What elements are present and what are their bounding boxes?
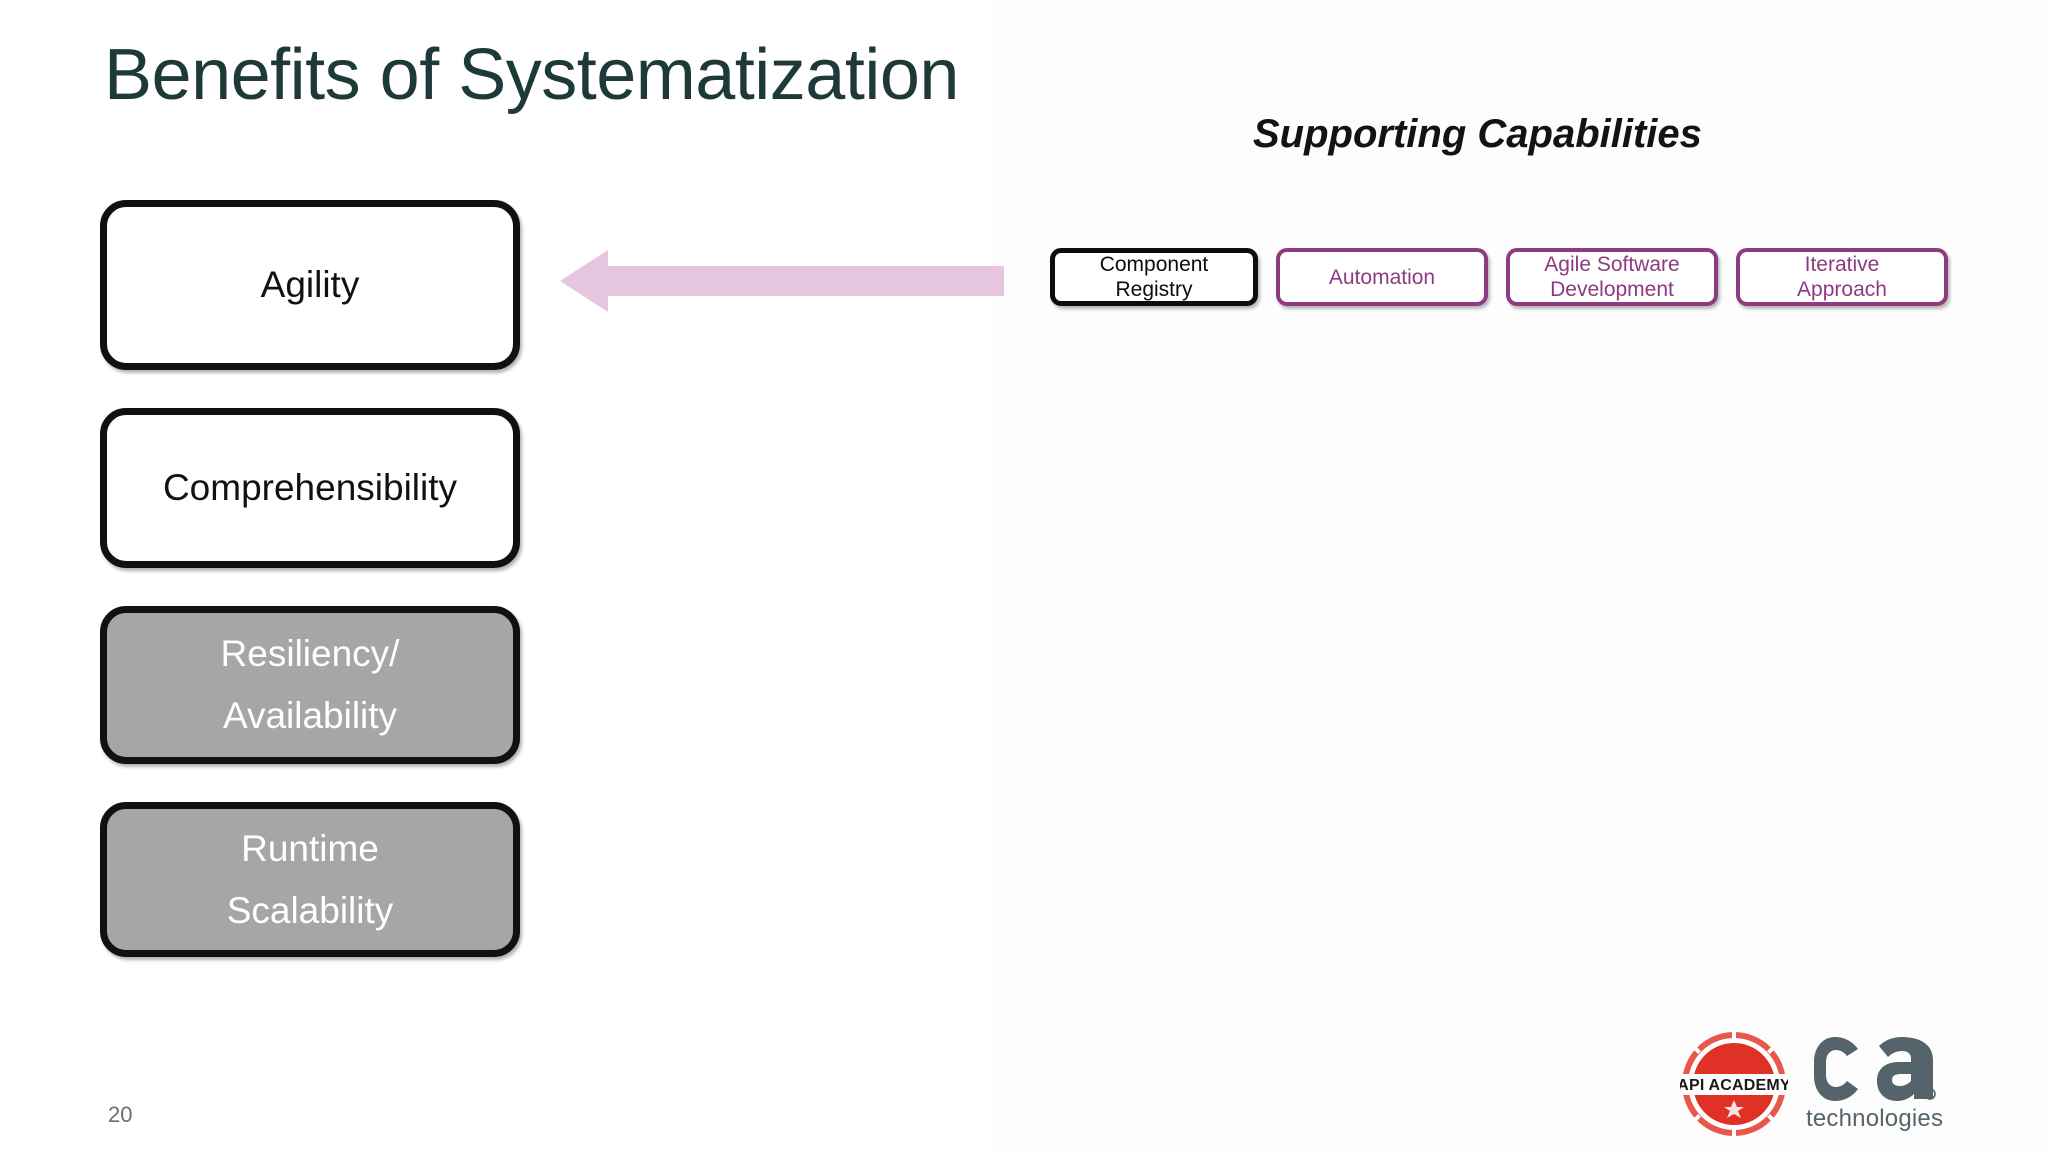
benefit-box-resiliency-availability[interactable]: Resiliency/ Availability [100,606,520,764]
benefit-label: Comprehensibility [162,467,458,508]
capability-chip-line2: Development [1550,278,1674,301]
ca-technologies-logo: R technologies [1806,1035,1943,1133]
ca-technologies-label: technologies [1806,1105,1944,1132]
supporting-capabilities-heading: Supporting Capabilities [1253,112,1702,156]
capability-chip-line1: Agile Software [1544,253,1680,276]
capabilities-chip-row: Component Registry Automation Agile Soft… [1050,248,1948,306]
page-number: 20 [108,1102,133,1127]
benefit-label: Agility [260,264,360,305]
benefit-box-comprehensibility[interactable]: Comprehensibility [100,408,520,568]
benefit-label-line1: Runtime [241,827,379,869]
api-academy-logo-icon: API ACADEMY [1680,1031,1788,1137]
benefit-box-agility[interactable]: Agility [100,200,520,370]
ca-wordmark-icon: R [1813,1037,1936,1101]
footer-logos: API ACADEMY R technologies [1680,1030,1943,1138]
benefits-list: Agility Comprehensibility Resiliency/ Av… [100,200,520,995]
capability-chip-line2: Approach [1797,278,1887,301]
capability-chip-iterative-approach[interactable]: Iterative Approach [1736,248,1948,306]
capability-chip-line1: Iterative [1804,253,1880,276]
capability-chip-component-registry[interactable]: Component Registry [1050,248,1258,306]
benefit-label: Resiliency/ Availability [211,623,410,747]
capability-chip-line2: Registry [1115,278,1193,301]
benefit-label: Runtime Scalability [217,818,404,942]
capability-chip-label: Agile Software Development [1544,252,1679,302]
capability-chip-label: Component Registry [1100,252,1209,302]
left-arrow-connector [560,250,1004,312]
capability-chip-label: Iterative Approach [1797,252,1887,302]
svg-text:API ACADEMY: API ACADEMY [1680,1077,1788,1094]
benefit-label-line1: Resiliency/ [220,633,400,674]
benefit-box-runtime-scalability[interactable]: Runtime Scalability [100,802,520,957]
capability-chip-line1: Component [1099,253,1209,276]
left-pointing-arrow-icon [560,250,1004,312]
panel-divider [991,0,2048,1152]
capability-chip-label: Automation [1328,265,1436,289]
benefit-label-line2: Availability [222,695,398,736]
capability-chip-automation[interactable]: Automation [1276,248,1488,306]
svg-text:R: R [1927,1092,1932,1099]
page-title: Benefits of Systematization [104,35,959,115]
benefit-label-line2: Scalability [226,889,394,931]
capability-chip-agile-software-development[interactable]: Agile Software Development [1506,248,1718,306]
